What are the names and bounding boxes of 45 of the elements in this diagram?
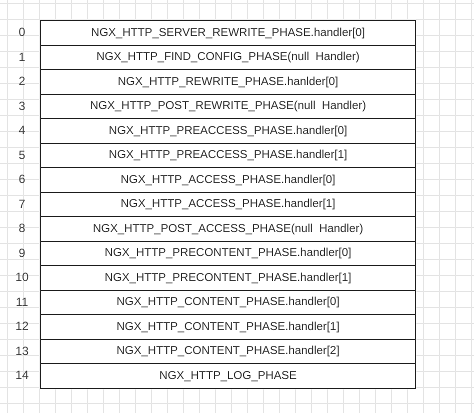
phase-label: NGX_HTTP_ACCESS_PHASE.handler[1] — [120, 198, 336, 210]
phase-label: NGX_HTTP_POST_ACCESS_PHASE(null Handler) — [92, 222, 364, 235]
table-row-box — [40, 265, 416, 290]
phase-label: NGX_HTTP_CONTENT_PHASE.handler[2] — [116, 345, 340, 358]
phase-label: NGX_HTTP_CONTENT_PHASE.handler[0] — [116, 296, 340, 308]
row-index: 12 — [14, 319, 30, 333]
table-row-box — [40, 167, 416, 192]
table-row-box — [40, 44, 416, 70]
row-index: 8 — [18, 221, 26, 235]
row-index: 6 — [18, 172, 26, 186]
phase-label: NGX_HTTP_SERVER_REWRITE_PHASE.handler[0] — [91, 26, 365, 39]
phase-label: NGX_HTTP_PREACCESS_PHASE.handler[1] — [108, 149, 348, 162]
phase-label: NGX_HTTP_ACCESS_PHASE.handler[0] — [120, 174, 336, 186]
row-index: 13 — [14, 344, 30, 358]
row-index: 3 — [18, 98, 26, 112]
table-row-box — [40, 216, 416, 242]
table-row-box — [40, 142, 416, 168]
phase-label: NGX_HTTP_PRECONTENT_PHASE.handler[0] — [104, 247, 352, 260]
row-index: 1 — [18, 50, 26, 64]
phase-label: NGX_HTTP_POST_REWRITE_PHASE(null Handler) — [90, 100, 366, 112]
table-row-box — [40, 338, 416, 364]
phase-label: NGX_HTTP_PRECONTENT_PHASE.handler[1] — [104, 272, 352, 284]
phase-label: NGX_HTTP_FIND_CONFIG_PHASE(null Handler) — [96, 51, 360, 64]
table-row-box — [40, 363, 416, 388]
row-index: 0 — [18, 25, 26, 39]
table-row-box — [40, 314, 416, 340]
row-index: 14 — [14, 368, 30, 382]
table-row-box — [40, 20, 416, 46]
row-index: 9 — [18, 246, 26, 260]
row-index: 4 — [18, 123, 26, 137]
table-row-box — [40, 192, 416, 217]
table-row-box — [40, 69, 416, 94]
table-row-box — [40, 118, 416, 144]
table-row-box — [40, 290, 416, 315]
phase-label: NGX_HTTP_REWRITE_PHASE.hanlder[0] — [118, 76, 338, 88]
phase-label: NGX_HTTP_CONTENT_PHASE.handler[1] — [116, 320, 340, 333]
row-index: 2 — [18, 74, 26, 88]
row-index: 11 — [14, 294, 30, 308]
phase-label: NGX_HTTP_PREACCESS_PHASE.handler[0] — [108, 124, 348, 137]
table-row-box — [40, 94, 416, 119]
row-index: 7 — [18, 196, 26, 210]
table-row-box — [40, 240, 416, 266]
phase-label: NGX_HTTP_LOG_PHASE — [159, 370, 297, 382]
row-index: 5 — [18, 148, 26, 162]
row-index: 10 — [14, 270, 30, 284]
